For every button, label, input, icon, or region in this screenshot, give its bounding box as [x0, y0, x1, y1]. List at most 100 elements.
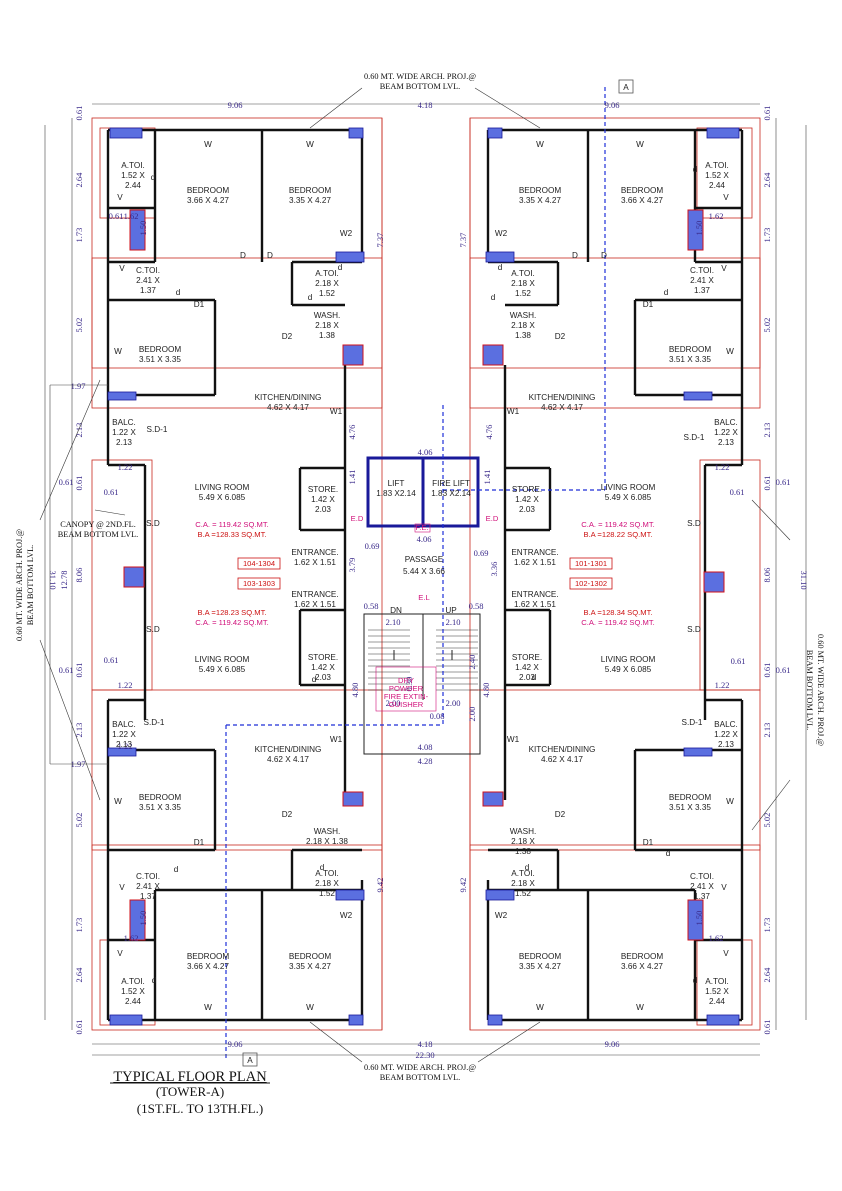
toilet-label: A.TOI.: [705, 161, 729, 170]
tag: W1: [507, 735, 520, 744]
tag: W2: [340, 911, 353, 920]
store-label: 2.03: [519, 505, 535, 514]
projection-outline-rect: [91, 689, 383, 851]
leader-line: [309, 1021, 363, 1063]
dim-label: 0.61: [762, 663, 772, 678]
toilet-label: 1.52: [515, 889, 531, 898]
projection-outline-rect: [469, 117, 761, 369]
bedroom-label: 3.35 X 4.27: [289, 196, 331, 205]
built-area: B.A =128.23 SQ.MT.: [197, 608, 266, 617]
dim-label: 0.61: [109, 211, 124, 221]
dim-label: 0.61: [59, 477, 74, 487]
dim-label: 8.06: [762, 568, 772, 583]
projection-note: BEAM BOTTOM LVL.: [805, 650, 814, 730]
passage-label: PASSAGE: [405, 555, 444, 564]
section-marker-box: [618, 79, 634, 94]
dry-powder-label: FIRE EXTIN-: [384, 692, 429, 701]
dim-label: 0.61: [762, 476, 772, 491]
tag: V: [723, 193, 729, 202]
tag: d: [693, 976, 698, 985]
entrance-label: ENTRANCE.: [511, 590, 558, 599]
dim-label: 0.61: [776, 665, 791, 675]
dim-label: 3.79: [347, 558, 357, 573]
window: [109, 1014, 143, 1026]
tag: W1: [330, 735, 343, 744]
dim-label: 0.61: [762, 106, 772, 121]
section-marker-box: [242, 1052, 258, 1067]
tag: V: [723, 949, 729, 958]
toilet-label: A.TOI.: [121, 161, 145, 170]
tag: D2: [282, 332, 293, 341]
toilet-label: C.TOI.: [690, 872, 714, 881]
living-room-label: LIVING ROOM: [195, 483, 250, 492]
window: [348, 127, 364, 139]
kitchen-label: KITCHEN/DINING: [529, 393, 596, 402]
toilet-label: A.TOI.: [511, 869, 535, 878]
living-room-label: 5.49 X 6.085: [199, 665, 246, 674]
bedroom-label: 3.51 X 3.35: [669, 355, 711, 364]
dim-label: 2.10: [386, 617, 401, 627]
store-label: STORE.: [512, 653, 542, 662]
entrance-label: ENTRANCE.: [291, 548, 338, 557]
bedroom-label: 3.66 X 4.27: [621, 962, 663, 971]
tag: d: [666, 849, 671, 858]
balcony-label: 1.22 X: [714, 428, 738, 437]
tag: D2: [555, 810, 566, 819]
bedroom-label: 3.51 X 3.35: [139, 355, 181, 364]
tag: d: [693, 165, 698, 174]
fe-label: F.E.: [415, 523, 428, 532]
projection-note: BEAM BOTTOM LVL.: [26, 545, 35, 625]
dim-label: 4.76: [484, 425, 494, 440]
tag: W: [306, 140, 314, 149]
store-label: STORE.: [512, 485, 542, 494]
dim-label: 0.61: [74, 106, 84, 121]
toilet-label: A.TOI.: [315, 269, 339, 278]
tag: d: [338, 263, 343, 272]
tag: W: [536, 140, 544, 149]
dim-label: 1.50: [138, 911, 148, 926]
fire-lift-label: FIRE LIFT: [432, 479, 470, 488]
dim-label: 2.40: [467, 655, 477, 670]
tag: d: [491, 293, 496, 302]
bedroom-label: 3.51 X 3.35: [139, 803, 181, 812]
dim-label: 0.61: [59, 665, 74, 675]
dim-label: 0.61: [74, 663, 84, 678]
tag: D2: [282, 810, 293, 819]
stair-well: [363, 613, 481, 755]
dim-label: 0.08: [430, 711, 445, 721]
bedroom-label: BEDROOM: [187, 952, 229, 961]
dim-label: 4.80: [481, 683, 491, 698]
toilet-label: A.TOI.: [705, 977, 729, 986]
projection-note: 0.60 MT. WIDE ARCH. PROJ.@: [364, 1063, 476, 1072]
leader-line: [474, 87, 541, 129]
tag: V: [721, 264, 727, 273]
entrance-label: ENTRANCE.: [511, 548, 558, 557]
unit-number-box: [569, 557, 613, 570]
balcony-label: 2.13: [718, 438, 734, 447]
tag: W2: [340, 229, 353, 238]
canopy-note: BEAM BOTTOM LVL.: [58, 530, 138, 539]
toilet-label: C.TOI.: [136, 266, 160, 275]
kitchen-label: 4.62 X 4.17: [267, 755, 309, 764]
stair-down-label: DN: [390, 606, 402, 615]
leader-line: [94, 509, 126, 516]
dim-label: 22.30: [415, 1050, 434, 1060]
entrance-label: ENTRANCE.: [291, 590, 338, 599]
dim-label: 1.41: [482, 470, 492, 485]
bedroom-label: 3.35 X 4.27: [519, 196, 561, 205]
tag: D1: [194, 838, 205, 847]
tag: W1: [330, 407, 343, 416]
tag: V: [721, 883, 727, 892]
window: [683, 391, 713, 401]
wash-label: 1.38: [515, 331, 531, 340]
column: [482, 344, 504, 366]
dim-label: 12.78: [59, 570, 69, 589]
column: [687, 899, 704, 941]
store-label: 2.03: [315, 673, 331, 682]
toilet-label: 1.52: [515, 289, 531, 298]
annotation-notes: 0.60 MT. WIDE ARCH. PROJ.@ BEAM BOTTOM LV…: [15, 72, 825, 1082]
carpet-area: C.A. = 119.42 SQ.MT.: [581, 520, 655, 529]
tag: W: [726, 797, 734, 806]
tag: W: [114, 797, 122, 806]
